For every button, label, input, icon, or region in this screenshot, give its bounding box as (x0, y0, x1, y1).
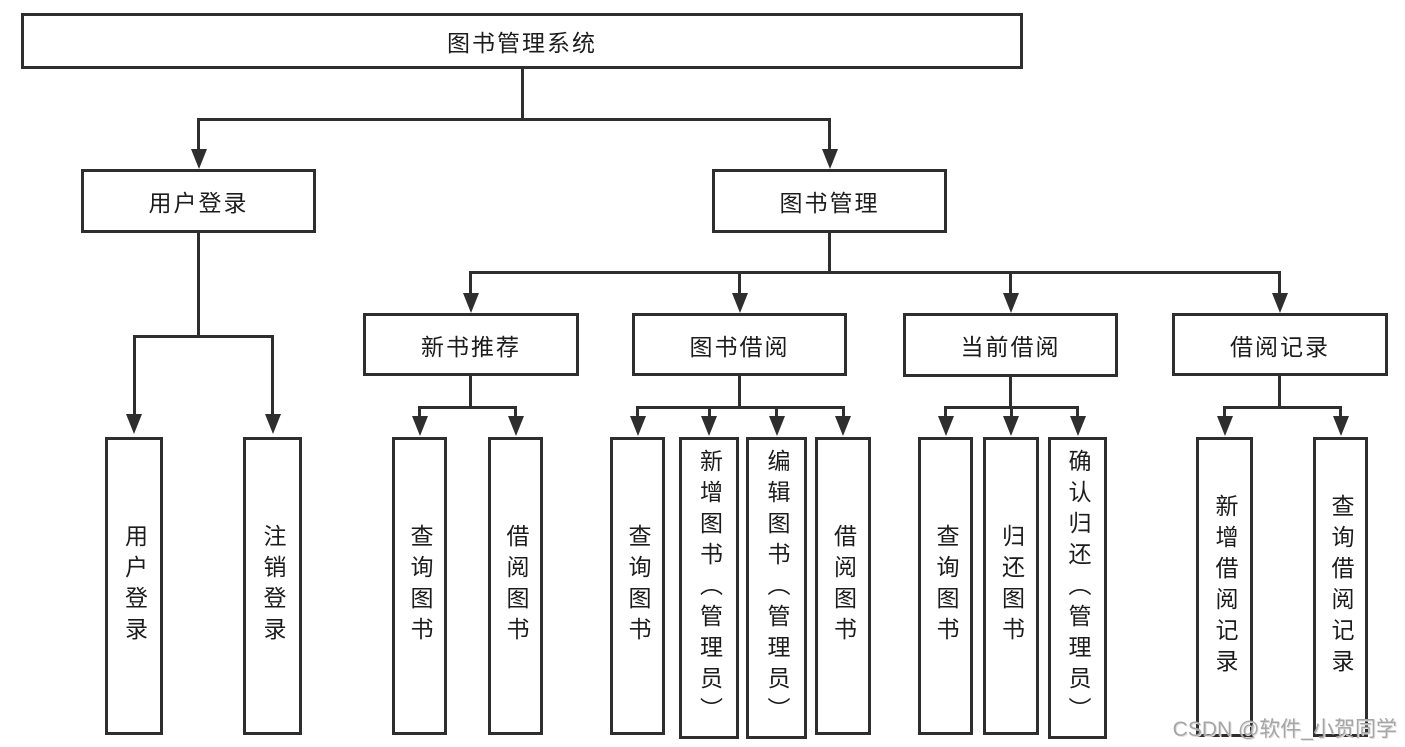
connector-to-leaf-user-login (132, 338, 136, 416)
connector-leaf-shaft (841, 409, 845, 417)
connector-login-horizontal (132, 335, 274, 338)
leaf-borrowing-query-books-label: 查询图书 (625, 524, 651, 648)
leaf-borrowing-edit-books-admin-label: 编辑图书（管理员） (764, 448, 790, 728)
arrow-down-icon (731, 293, 748, 313)
leaf-recommend-query-books: 查询图书 (392, 437, 447, 735)
connector-root-stem (520, 66, 524, 121)
node-borrowing-records: 借阅记录 (1172, 313, 1388, 376)
connector-recommend-stem (469, 376, 472, 408)
connector-level2-horizontal (469, 271, 1281, 274)
node-user-login-label: 用户登录 (148, 190, 249, 216)
connector-leaf-shaft (514, 409, 517, 417)
arrow-down-icon (1002, 293, 1019, 313)
connector-to-book-borrowing (738, 274, 741, 296)
connector-to-borrowing-records (1278, 274, 1281, 296)
leaf-current-return-books-label: 归还图书 (998, 524, 1025, 648)
node-new-book-recommend-label: 新书推荐 (421, 333, 521, 360)
connector-login-stem (197, 233, 200, 337)
node-book-management: 图书管理 (712, 169, 947, 233)
arrow-down-icon (629, 416, 646, 436)
arrow-down-icon (937, 416, 954, 436)
node-current-borrowing-label: 当前借阅 (960, 334, 1061, 360)
connector-leaf-shaft (1009, 409, 1013, 417)
leaf-current-return-books: 归还图书 (983, 437, 1039, 735)
connector-recommend-horizontal (418, 406, 517, 409)
arrow-down-icon (411, 416, 428, 436)
arrow-down-icon (462, 293, 479, 313)
leaf-current-query-books: 查询图书 (918, 437, 973, 735)
arrow-down-icon (821, 149, 838, 169)
leaf-logout: 注销登录 (243, 437, 302, 735)
leaf-user-login: 用户登录 (105, 437, 163, 735)
connector-leaf-shaft (1223, 409, 1226, 417)
leaf-records-add-record: 新增借阅记录 (1196, 437, 1253, 737)
leaf-borrowing-add-books-admin-label: 新增图书（管理员） (696, 448, 723, 728)
connector-to-user-login (197, 121, 200, 152)
node-book-borrowing: 图书借阅 (632, 313, 847, 376)
connector-to-current-borrowing (1009, 274, 1012, 296)
arrow-down-icon (1271, 293, 1288, 313)
arrow-down-icon (701, 416, 717, 436)
connector-leaf-shaft (1339, 409, 1342, 417)
connector-mgmt-stem (828, 233, 831, 274)
arrow-down-icon (1332, 416, 1349, 436)
leaf-user-login-label: 用户登录 (121, 524, 148, 648)
leaf-borrowing-borrow-books-label: 借阅图书 (830, 524, 857, 648)
connector-level1-horizontal (197, 118, 831, 121)
arrow-down-icon (264, 414, 281, 434)
leaf-current-query-books-label: 查询图书 (933, 524, 959, 648)
node-book-management-label: 图书管理 (779, 190, 880, 216)
leaf-borrowing-edit-books-admin: 编辑图书（管理员） (746, 437, 807, 739)
leaf-borrowing-borrow-books: 借阅图书 (815, 437, 871, 735)
node-current-borrowing: 当前借阅 (903, 313, 1118, 377)
leaf-records-query-record: 查询借阅记录 (1313, 437, 1368, 737)
connector-records-stem (1278, 376, 1281, 408)
connector-current-stem (1009, 376, 1012, 408)
arrow-down-icon (126, 414, 142, 434)
arrow-down-icon (1216, 416, 1233, 436)
connector-borrowing-horizontal (636, 406, 845, 409)
connector-to-book-management (828, 121, 831, 152)
connector-leaf-shaft (775, 409, 778, 417)
connector-leaf-shaft (418, 409, 421, 417)
leaf-logout-label: 注销登录 (260, 524, 286, 648)
connector-borrowing-stem (738, 376, 741, 408)
arrow-down-icon (190, 149, 207, 169)
node-borrowing-records-label: 借阅记录 (1230, 333, 1330, 360)
leaf-current-confirm-return-admin-label: 确认归还（管理员） (1065, 448, 1091, 728)
arrow-down-icon (1069, 416, 1086, 436)
leaf-recommend-query-books-label: 查询图书 (407, 524, 433, 648)
arrow-down-icon (507, 416, 524, 436)
node-new-book-recommend: 新书推荐 (363, 313, 579, 376)
arrow-down-icon (768, 416, 785, 436)
leaf-recommend-borrow-books: 借阅图书 (488, 437, 543, 735)
connector-leaf-shaft (944, 409, 947, 417)
connector-leaf-shaft (636, 409, 639, 417)
connector-to-leaf-logout (271, 338, 274, 416)
node-library-management-system-label: 图书管理系统 (447, 30, 597, 56)
connector-records-horizontal (1223, 406, 1342, 409)
leaf-borrowing-add-books-admin: 新增图书（管理员） (679, 437, 739, 739)
connector-leaf-shaft (1076, 409, 1079, 417)
watermark: CSDN @软件_小贺同学 (1172, 718, 1397, 741)
leaf-current-confirm-return-admin: 确认归还（管理员） (1048, 437, 1107, 739)
connector-leaf-shaft (707, 409, 711, 417)
leaf-recommend-borrow-books-label: 借阅图书 (503, 524, 529, 648)
node-user-login: 用户登录 (81, 169, 316, 233)
leaf-borrowing-query-books: 查询图书 (610, 437, 665, 735)
arrow-down-icon (835, 416, 851, 436)
node-book-borrowing-label: 图书借阅 (689, 333, 790, 360)
node-library-management-system: 图书管理系统 (21, 13, 1023, 69)
arrow-down-icon (1003, 416, 1019, 436)
leaf-records-add-record-label: 新增借阅记录 (1212, 494, 1238, 680)
connector-to-new-book-recommend (469, 274, 472, 296)
leaf-records-query-record-label: 查询借阅记录 (1328, 494, 1354, 680)
connector-current-horizontal (944, 406, 1079, 409)
